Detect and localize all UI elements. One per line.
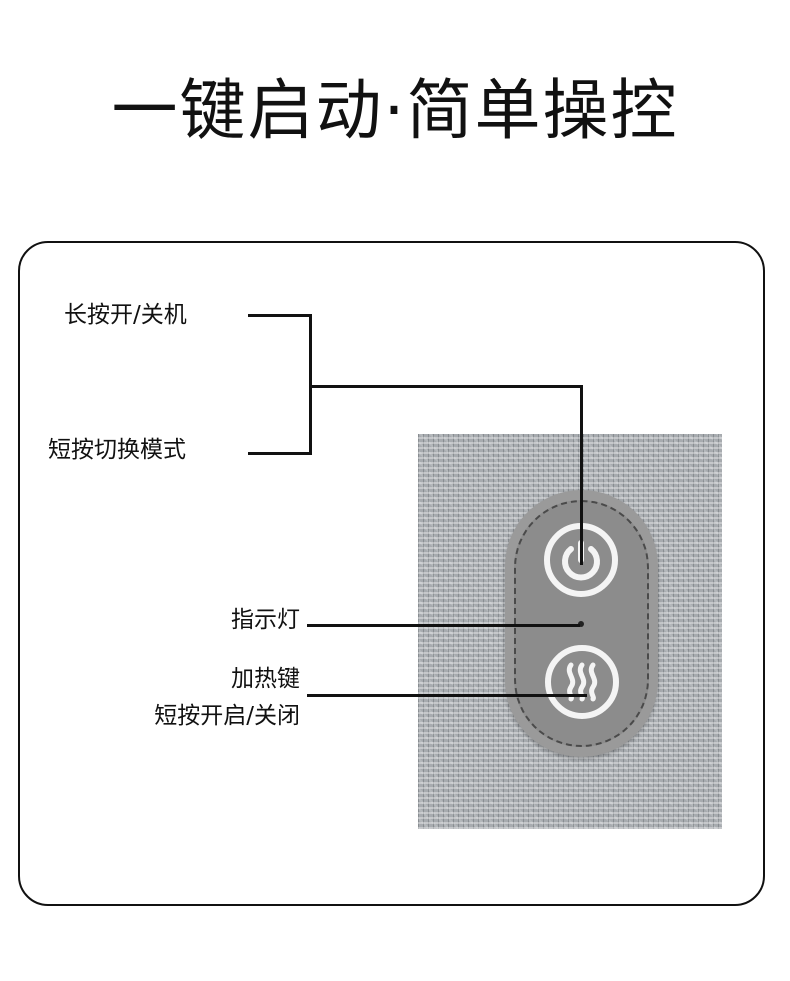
diagram-frame [18,241,765,906]
connector-line [309,314,312,455]
connector-line [580,385,583,565]
connector-line [307,694,587,697]
connector-line [307,624,580,627]
indicator-light [578,621,584,627]
connector-line [248,314,312,317]
power-long-press-label: 长按开/关机 [64,302,187,328]
heat-button-desc: 短按开启/关闭 [154,703,300,729]
connector-line [309,385,583,388]
page-title: 一键启动·简单操控 [111,72,679,149]
heat-button[interactable] [545,645,619,719]
heat-waves-icon [566,662,598,702]
connector-line [248,452,312,455]
power-short-press-label: 短按切换模式 [48,437,186,463]
indicator-label: 指示灯 [231,607,300,633]
heat-button-label: 加热键 [231,666,300,692]
